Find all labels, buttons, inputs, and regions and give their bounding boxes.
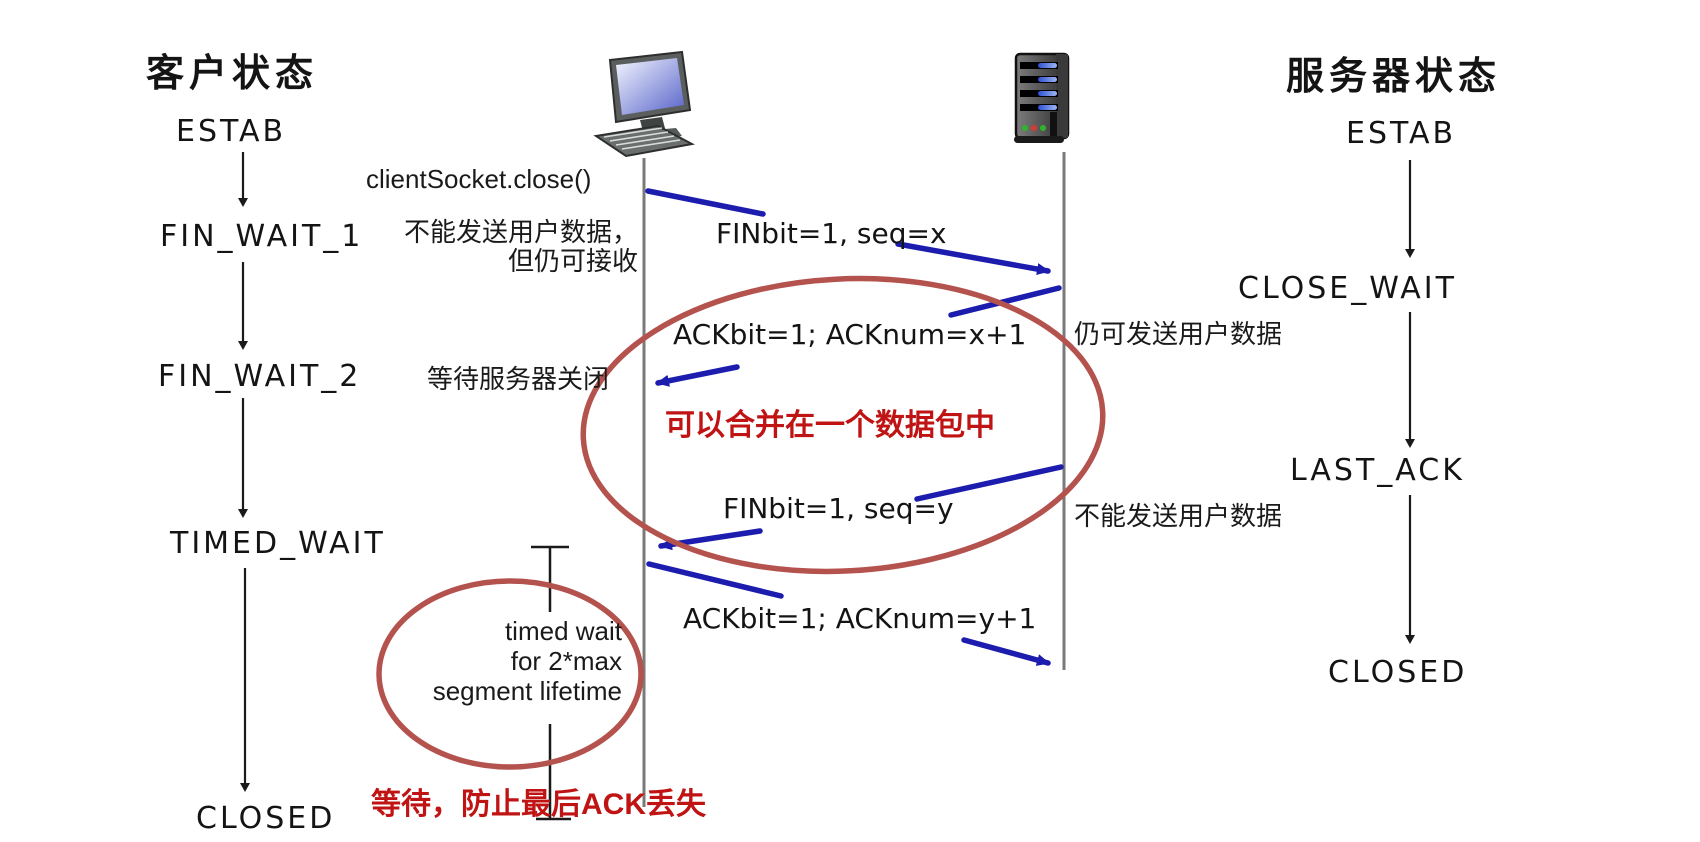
message-ack-y-plus-1: ACKbit=1; ACKnum=y+1: [683, 602, 1037, 635]
message-fin-seq-x: FINbit=1, seq=x: [716, 217, 947, 250]
server-state-close-wait: CLOSE_WAIT: [1238, 271, 1457, 306]
client-state-arrows: [238, 152, 250, 792]
wait-last-ack-note: 等待，防止最后ACK丢失: [371, 788, 706, 821]
client-state-fin-wait-1: FIN_WAIT_1: [160, 219, 364, 254]
message-fin-seq-y: FINbit=1, seq=y: [723, 492, 954, 525]
client-state-estab: ESTAB: [176, 114, 287, 149]
fin-x-arrow-start: [645, 188, 766, 217]
message-arrows: [645, 188, 1064, 666]
client-socket-close-label: clientSocket.close(): [366, 164, 592, 194]
server-can-send-note: 仍可发送用户数据: [1074, 319, 1283, 349]
fin-y-arrow-start: [914, 464, 1064, 502]
timed-wait-note: timed wait for 2*max segment lifetime: [390, 616, 622, 706]
server-state-closed: CLOSED: [1328, 655, 1468, 690]
server-state-last-ack: LAST_ACK: [1290, 453, 1465, 488]
ack-y-arrow-end: [961, 637, 1051, 666]
combine-packet-note: 可以合并在一个数据包中: [665, 409, 995, 442]
timed-wait-note-line1: timed wait: [504, 616, 622, 646]
server-icon: [1014, 52, 1070, 143]
client-column-title: 客户状态: [146, 53, 319, 95]
client-computer-icon: [593, 50, 696, 158]
ack-y-arrow-start: [646, 561, 784, 599]
server-column-title: 服务器状态: [1286, 56, 1502, 98]
wait-server-close-note: 等待服务器关闭: [427, 364, 610, 394]
client-state-closed: CLOSED: [196, 801, 336, 836]
server-state-estab: ESTAB: [1346, 116, 1457, 151]
timed-wait-note-line2: for 2*max: [510, 646, 622, 676]
timed-wait-note-line3: segment lifetime: [432, 676, 622, 706]
ack-x-arrow-end: [655, 364, 740, 387]
client-state-timed-wait: TIMED_WAIT: [170, 526, 386, 561]
client-state-fin-wait-2: FIN_WAIT_2: [158, 359, 362, 394]
client-cannot-send-line1: 不能发送用户数据，: [403, 217, 638, 247]
fin-x-arrow-end: [895, 241, 1051, 275]
timed-wait-ellipse: [376, 578, 644, 770]
server-cannot-send-note: 不能发送用户数据: [1074, 501, 1283, 531]
client-cannot-send-note: 不能发送用户数据， 但仍可接收: [396, 218, 638, 276]
client-cannot-send-line2: 但仍可接收: [507, 246, 638, 276]
message-ack-x-plus-1: ACKbit=1; ACKnum=x+1: [673, 318, 1027, 351]
timed-wait-timer-line: [531, 545, 571, 821]
ack-x-arrow-start: [948, 285, 1062, 318]
combine-ellipse: [580, 275, 1106, 575]
